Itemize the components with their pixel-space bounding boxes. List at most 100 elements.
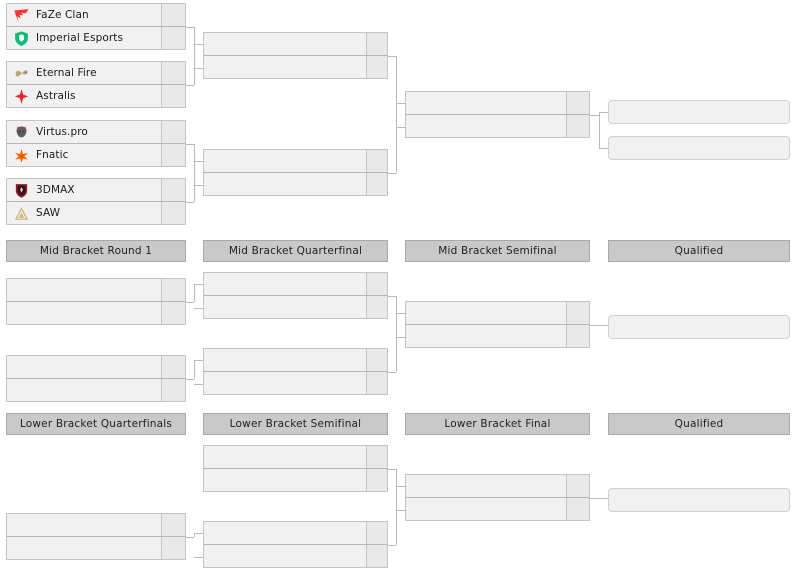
bracket-connector-line — [186, 202, 194, 203]
match-row-bottom[interactable] — [405, 324, 590, 348]
opponent-cell — [204, 349, 366, 371]
match-row-top[interactable] — [203, 445, 388, 469]
bracket-connector-line — [396, 56, 397, 173]
opponent-cell: FaZe Clan — [7, 4, 161, 26]
opponent-cell — [7, 356, 161, 378]
upper-quarterfinal-2[interactable] — [203, 149, 388, 196]
upper-round1-match-4[interactable]: 3DMAX SAW — [6, 178, 186, 225]
imperial-logo — [15, 30, 28, 46]
opponent-cell — [406, 115, 566, 137]
match-row-top[interactable] — [203, 521, 388, 545]
score-cell — [161, 537, 185, 559]
match-row-bottom[interactable] — [405, 114, 590, 138]
astralis-logo — [14, 88, 29, 104]
match-row-bottom[interactable]: Astralis — [6, 84, 186, 108]
team-name: Imperial Esports — [36, 32, 124, 44]
bracket-connector-line — [194, 284, 203, 285]
lower-quarterfinal-1[interactable] — [6, 513, 186, 560]
lower-semifinal-2[interactable] — [203, 521, 388, 568]
team-name: Astralis — [36, 90, 76, 102]
match-row-top[interactable] — [6, 513, 186, 537]
mid-round1-match-2[interactable] — [6, 355, 186, 402]
mid-quarterfinal-1[interactable] — [203, 272, 388, 319]
match-row-top[interactable] — [405, 301, 590, 325]
match-row-top[interactable]: FaZe Clan — [6, 3, 186, 27]
bracket-connector-line — [194, 144, 195, 202]
mid-semifinal[interactable] — [405, 301, 590, 348]
bracket-connector-line — [186, 302, 194, 303]
opponent-cell: 3DMAX — [7, 179, 161, 201]
bracket-connector-line — [194, 533, 203, 534]
mid-quarterfinal-2[interactable] — [203, 348, 388, 395]
opponent-cell — [204, 33, 366, 55]
lower-qualified-slot-1[interactable] — [608, 488, 790, 512]
match-row-bottom[interactable] — [6, 301, 186, 325]
bracket-connector-line — [396, 296, 397, 372]
score-cell — [161, 121, 185, 143]
score-cell — [566, 498, 589, 520]
match-row-top[interactable]: Eternal Fire — [6, 61, 186, 85]
bracket-connector-line — [186, 85, 194, 86]
virtuspro-logo — [16, 125, 27, 137]
opponent-cell — [7, 514, 161, 536]
match-row-top[interactable] — [203, 348, 388, 372]
opponent-cell — [204, 522, 366, 544]
opponent-cell — [204, 150, 366, 172]
opponent-cell — [204, 296, 366, 318]
match-row-bottom[interactable]: Imperial Esports — [6, 26, 186, 50]
bracket-connector-line — [194, 308, 203, 309]
match-row-top[interactable] — [6, 278, 186, 302]
match-row-top[interactable] — [203, 272, 388, 296]
match-row-bottom[interactable]: Fnatic — [6, 143, 186, 167]
score-cell — [366, 150, 387, 172]
bracket-connector-line — [194, 533, 195, 537]
bracket-connector-line — [186, 144, 194, 145]
lower-bracket-qualified-header: Qualified — [608, 413, 790, 435]
bracket-connector-line — [186, 27, 194, 28]
upper-quarterfinal-1[interactable] — [203, 32, 388, 79]
upper-qualified-slot-2[interactable] — [608, 136, 790, 160]
mid-qualified-slot-1[interactable] — [608, 315, 790, 339]
team-name: 3DMAX — [36, 184, 75, 196]
team-name: SAW — [36, 207, 61, 219]
3dmax-logo — [15, 183, 28, 198]
match-row-bottom[interactable] — [405, 497, 590, 521]
match-row-bottom[interactable] — [203, 295, 388, 319]
match-row-bottom[interactable] — [203, 172, 388, 196]
match-row-bottom[interactable] — [203, 371, 388, 395]
bracket-connector-line — [194, 384, 203, 385]
match-row-bottom[interactable] — [6, 378, 186, 402]
score-cell — [161, 179, 185, 201]
match-row-bottom[interactable] — [203, 544, 388, 568]
opponent-cell — [7, 279, 161, 301]
opponent-cell — [204, 173, 366, 195]
lower-semifinal-1[interactable] — [203, 445, 388, 492]
bracket-connector-line — [590, 325, 608, 326]
match-row-top[interactable] — [405, 91, 590, 115]
match-row-top[interactable]: Virtus.pro — [6, 120, 186, 144]
upper-semifinal[interactable] — [405, 91, 590, 138]
match-row-top[interactable] — [405, 474, 590, 498]
match-row-top[interactable]: 3DMAX — [6, 178, 186, 202]
mid-round1-match-1[interactable] — [6, 278, 186, 325]
score-cell — [366, 349, 387, 371]
opponent-cell — [204, 56, 366, 78]
score-cell — [366, 469, 387, 491]
match-row-top[interactable] — [6, 355, 186, 379]
match-row-top[interactable] — [203, 149, 388, 173]
match-row-bottom[interactable] — [203, 55, 388, 79]
match-row-bottom[interactable] — [203, 468, 388, 492]
bracket-connector-line — [388, 296, 396, 297]
lower-final[interactable] — [405, 474, 590, 521]
match-row-top[interactable] — [203, 32, 388, 56]
match-row-bottom[interactable] — [6, 536, 186, 560]
bracket-connector-line — [396, 510, 405, 511]
upper-qualified-slot-1[interactable] — [608, 100, 790, 124]
opponent-cell — [406, 498, 566, 520]
match-row-bottom[interactable]: SAW — [6, 201, 186, 225]
score-cell — [161, 514, 185, 536]
